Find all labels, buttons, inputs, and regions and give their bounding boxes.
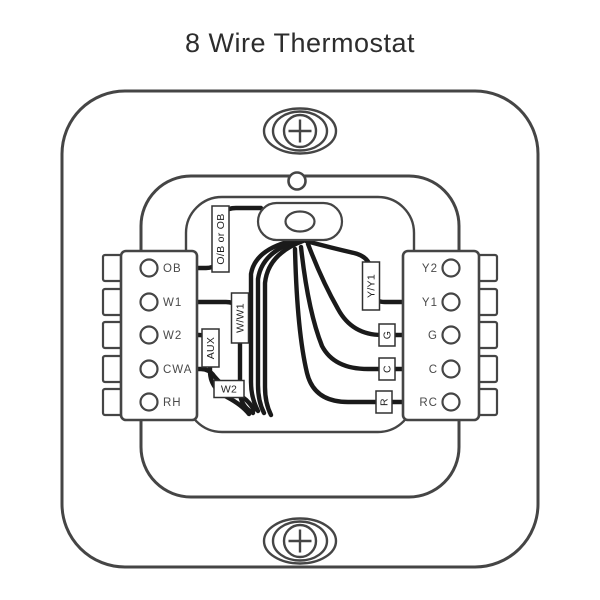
wire-label-c: C (378, 357, 396, 381)
top-screw (262, 107, 338, 155)
terminal-screw (139, 292, 159, 312)
screw-slot-oval (262, 107, 338, 155)
terminal-label: G (428, 330, 438, 342)
screw-cross-icon (288, 119, 312, 143)
terminal-label: Y2 (422, 263, 438, 275)
wire-g (305, 241, 406, 338)
terminal-screw (441, 325, 461, 345)
wire-label-text: W/W1 (235, 303, 247, 333)
screw-slot-inner-oval (271, 520, 329, 562)
terminal-row: Y2 (422, 258, 461, 278)
terminal-row: W2 (139, 325, 182, 345)
terminal-label: W1 (163, 297, 182, 309)
terminal-tab (101, 253, 124, 283)
terminal-row: CWA (139, 359, 192, 379)
wire-label-aux: AUX (201, 328, 220, 368)
terminal-block-outline (401, 249, 481, 422)
terminal-row: OB (139, 258, 182, 278)
terminal-screw (139, 359, 159, 379)
terminal-screw (139, 325, 159, 345)
wire-label-text: G (382, 331, 394, 339)
wire-c (298, 244, 406, 372)
wire-label-r: R (375, 390, 393, 414)
wire-label-w2: W2 (213, 379, 245, 399)
frame-notch (287, 171, 307, 191)
terminal-label: OB (163, 263, 182, 275)
right-terminal-block: Y2 Y1 G C RC (401, 249, 499, 422)
terminal-tab (101, 387, 124, 417)
terminal-screw (441, 392, 461, 412)
terminal-label: RH (163, 397, 182, 409)
terminal-tab (101, 320, 124, 350)
terminal-row: G (428, 325, 461, 345)
screw-head-circle (282, 113, 318, 149)
terminal-tab (101, 354, 124, 384)
wire-label-text: W2 (221, 384, 237, 396)
wire-label-text: AUX (205, 337, 217, 360)
wire-hole-oval (284, 210, 316, 233)
terminal-screw (139, 392, 159, 412)
terminal-tab (476, 354, 499, 384)
terminal-block-outline (119, 249, 199, 422)
screw-slot-oval (262, 517, 338, 565)
wire-hole (256, 201, 344, 242)
terminal-row: RH (139, 392, 182, 412)
diagram-title: 8 Wire Thermostat (185, 28, 415, 58)
terminal-screw (441, 258, 461, 278)
terminal-tab (101, 287, 124, 317)
terminal-label: W2 (163, 330, 182, 342)
wire-label-text: C (382, 365, 394, 373)
screw-head-circle (282, 523, 318, 559)
wire-strand (248, 238, 294, 414)
terminal-screw (441, 359, 461, 379)
wire-r (292, 246, 406, 405)
terminal-tab (476, 253, 499, 283)
wire-label-text: O/B or OB (215, 213, 227, 264)
terminal-label: C (429, 364, 438, 376)
screw-slot-inner-oval (271, 110, 329, 152)
terminal-row: RC (419, 392, 461, 412)
wire-label-ww1: W/W1 (230, 292, 250, 344)
terminal-tab (476, 287, 499, 317)
wire-label-g: G (378, 323, 396, 347)
wire-strand (255, 238, 300, 416)
wire-label-text: Y/Y1 (366, 274, 378, 298)
wire-label-text: R (379, 398, 391, 406)
terminal-label: RC (419, 397, 438, 409)
terminal-screw (139, 258, 159, 278)
wire-label-ob: O/B or OB (211, 205, 230, 273)
screw-cross-icon (288, 529, 312, 553)
terminal-tab (476, 387, 499, 417)
terminal-tab (476, 320, 499, 350)
wire-label-yy1: Y/Y1 (361, 261, 381, 311)
terminal-screw (441, 292, 461, 312)
terminal-row: C (429, 359, 461, 379)
wire-hole-pill (256, 201, 344, 242)
terminal-label: CWA (163, 364, 192, 376)
terminal-row: W1 (139, 292, 182, 312)
terminal-row: Y1 (422, 292, 461, 312)
wire-strand (262, 238, 306, 418)
left-terminal-block: OB W1 W2 CWA RH (101, 249, 199, 422)
terminal-label: Y1 (422, 297, 438, 309)
bottom-screw (262, 517, 338, 565)
